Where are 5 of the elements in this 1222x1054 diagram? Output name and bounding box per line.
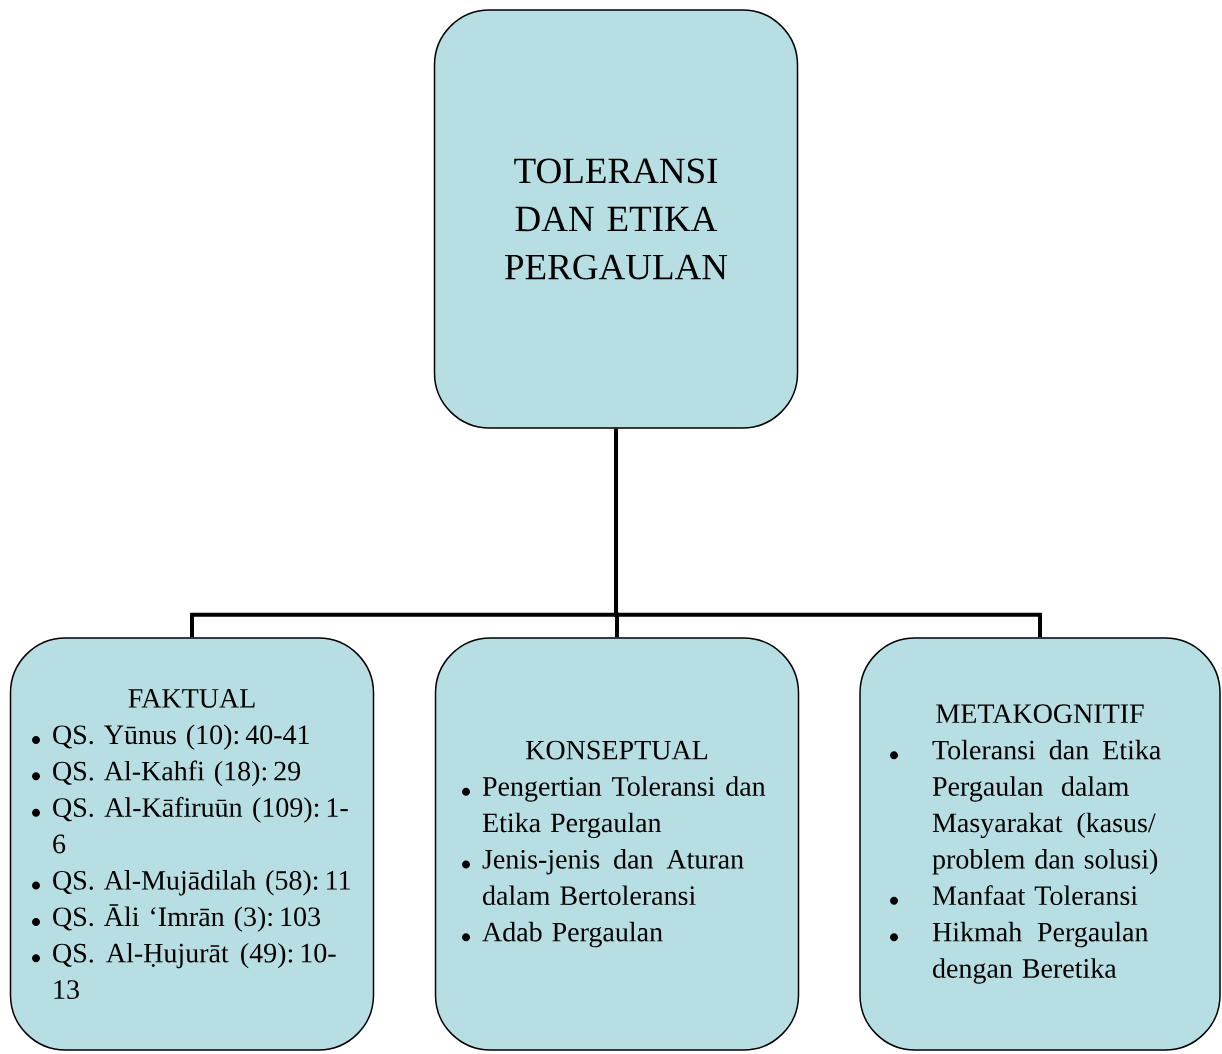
topic-box: METAKOGNITIF Toleransi dan Etika Pergaulan dalam Masyarakat (kasus/ problem dan solusi) Manfaat Toleransi Hikmah Pergaulan dengan Beretika [859,637,1221,1051]
topic-box: TOLERANSI DAN ETIKA PERGAULAN [433,9,799,429]
topic-box: KONSEPTUAL Pengertian Toleransi dan Etika Pergaulan Jenis-jenis dan Aturan dalam Bertoleransi Adab Pergaulan [434,637,800,1051]
tree-connector [614,428,1042,638]
topic-box: FAKTUAL QS. Yūnus (10): 40-41 QS. Al-Kahfi (18): 29 QS. Al-Kāfiruūn (109): 1-6 QS. Al-Mujādilah (58): 11 QS. Āli ‘Imrān (3): 103 QS. Al-Ḥujurāt (49): 10-13 [9,637,375,1051]
